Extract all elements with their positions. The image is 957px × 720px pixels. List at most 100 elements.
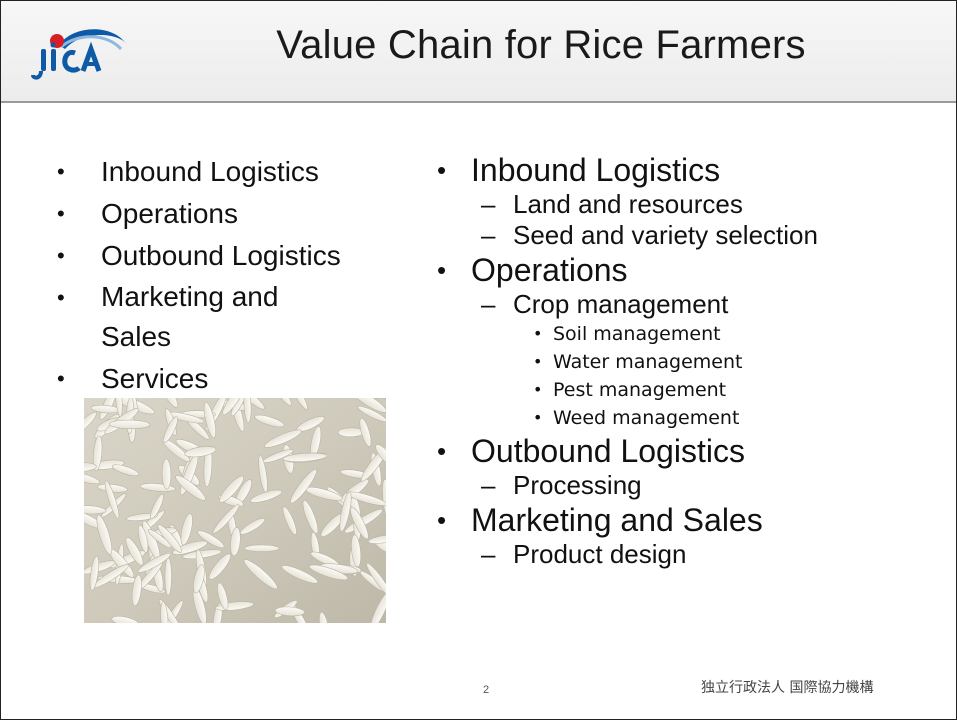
rice-grain-shape (243, 398, 252, 423)
outline-level2-item: –Processing (481, 470, 642, 500)
outline-level1-item: •Marketing and Sales (437, 502, 763, 538)
bullet-icon: • (57, 285, 65, 310)
rice-grain-shape (137, 552, 172, 573)
rice-grain-shape (375, 444, 386, 467)
rice-grain-shape (150, 493, 164, 520)
footer-organization: 独立行政法人 国際協力機構 (701, 680, 874, 696)
rice-grain-shape (282, 452, 327, 462)
outline-level1-item: •Inbound Logistics (437, 152, 721, 188)
rice-grain-shape (161, 438, 191, 462)
page-number: 2 (483, 684, 490, 696)
rice-grain-shape (208, 553, 231, 580)
jica-logo-icon (31, 29, 127, 80)
bullet-icon: • (437, 505, 447, 535)
outline-level3-item: •Water management (433, 348, 943, 376)
rice-grain-shape (203, 445, 213, 488)
slide-header: Value Chain for Rice Farmers (1, 1, 956, 103)
slide-title: Value Chain for Rice Farmers (276, 23, 806, 67)
rice-grain-shape (350, 507, 369, 540)
rice-grain-shape (339, 491, 352, 532)
outline-level2-item: –Seed and variety selection (481, 220, 818, 250)
left-bullet-item: •Inbound Logistics (57, 151, 387, 193)
rice-grain-shape (308, 564, 349, 581)
rice-grain-shape (111, 464, 140, 477)
rice-grain-shape (197, 530, 225, 549)
bullet-icon: • (533, 380, 543, 399)
rice-grain-shape (126, 512, 158, 522)
rice-grain-shape (337, 427, 365, 438)
rice-grain-shape (147, 529, 172, 549)
rice-grain-shape (164, 557, 172, 596)
rice-grain-shape (350, 398, 386, 413)
rice-grain-shape (281, 565, 318, 584)
rice-grain-shape (230, 527, 241, 557)
rice-grain-shape (212, 504, 240, 534)
rice-grain-shape (175, 475, 206, 501)
rice-grain-shape (274, 606, 305, 617)
rice-grain-shape (92, 435, 103, 472)
rice-grain-shape (282, 506, 297, 535)
bullet-icon: • (437, 155, 447, 185)
left-bullet-list: •Inbound Logistics •Operations •Outbound… (57, 151, 387, 403)
rice-grain-shape (157, 398, 179, 408)
rice-grain-shape (244, 544, 280, 552)
rice-grain-shape (359, 417, 372, 447)
rice-grain-shape (302, 500, 319, 534)
outline-level2-item: –Crop management (481, 289, 729, 319)
dash-icon: – (481, 220, 496, 250)
bullet-icon: • (533, 324, 543, 343)
rice-grain-shape (370, 591, 386, 623)
left-bullet-item: •Marketing and Sales (57, 277, 387, 358)
rice-grain-shape (367, 534, 386, 544)
outline-level3-item: •Pest management (433, 376, 943, 404)
rice-grain-shape (184, 446, 217, 458)
rice-grain-shape (89, 555, 100, 591)
rice-grain-shape (203, 401, 216, 439)
rice-grain-shape (96, 514, 113, 555)
outline-level1-item: •Outbound Logistics (437, 433, 745, 469)
rice-grain-shape (366, 562, 386, 599)
rice-grain-shape (264, 429, 302, 448)
bullet-icon: • (533, 408, 543, 427)
bullet-icon: • (57, 366, 65, 391)
rice-grain-shape (222, 398, 245, 416)
rice-grain-shape (290, 398, 308, 410)
bullet-icon: • (437, 255, 447, 285)
rice-grain-shape (239, 518, 266, 535)
rice-grain-shape (84, 505, 107, 515)
rice-grain-shape (290, 468, 317, 504)
outline-level3-item: •Soil management (433, 320, 943, 348)
rice-grain-shape (84, 462, 97, 473)
rice-grain-shape (357, 406, 386, 422)
rice-grain-shape (243, 559, 278, 590)
rice-grain-shape (319, 611, 330, 623)
rice-grain-shape (109, 419, 151, 430)
bullet-icon: • (437, 436, 447, 466)
rice-grain-shape (104, 480, 120, 519)
outline-level3-item: •Weed management (433, 404, 943, 432)
rice-grain-shape (254, 414, 285, 428)
rice-grain-shape (193, 564, 205, 594)
bullet-icon: • (533, 352, 543, 371)
rice-grains-photo (84, 398, 386, 623)
outline-level2-item: –Land and resources (481, 189, 743, 219)
rice-grain-shape (351, 534, 362, 568)
rice-grain-shape (84, 411, 97, 436)
dash-icon: – (481, 189, 496, 219)
outline-level1-item: •Operations (437, 252, 628, 288)
rice-grain-shape (274, 398, 292, 406)
rice-grain-shape (84, 470, 101, 485)
rice-grain-shape (125, 537, 144, 566)
left-bullet-item: •Operations (57, 193, 387, 235)
left-bullet-item: •Services (57, 358, 387, 400)
rice-grain-shape (217, 582, 229, 611)
rice-grain-shape (212, 602, 223, 623)
dash-icon: – (481, 289, 496, 319)
rice-grain-shape (137, 524, 149, 553)
bullet-icon: • (57, 159, 65, 184)
bullet-icon: • (57, 243, 65, 268)
rice-grain-shape (180, 513, 193, 546)
rice-grain-shape (160, 601, 169, 623)
left-bullet-item: •Outbound Logistics (57, 235, 387, 277)
